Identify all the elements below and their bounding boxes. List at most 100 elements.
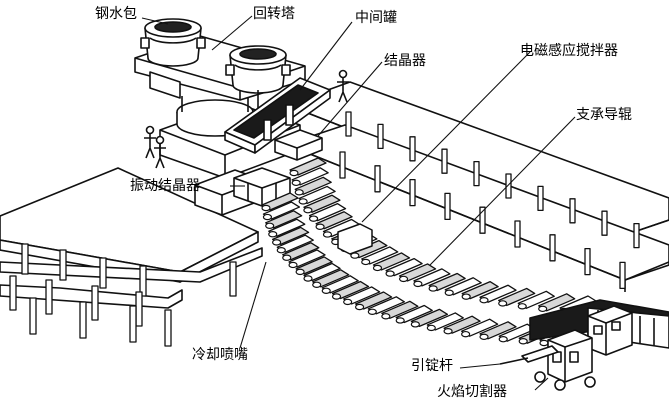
ladle-2 xyxy=(225,45,291,108)
roll-end xyxy=(354,303,365,311)
roll-end xyxy=(367,308,377,315)
roll-end xyxy=(321,287,331,295)
platform-leg xyxy=(339,151,346,179)
roll-end xyxy=(372,264,383,272)
dummy-bar xyxy=(499,345,559,365)
platform-leg xyxy=(569,198,576,224)
platform-leg xyxy=(619,261,626,290)
roll-end xyxy=(294,189,304,196)
platform-leg xyxy=(514,220,521,248)
label-tundish: 中间罐 xyxy=(355,10,397,26)
platform-leg xyxy=(129,305,137,343)
torch-cutter xyxy=(534,305,633,391)
roll-end xyxy=(428,285,438,292)
roll-end xyxy=(288,261,298,269)
platform-leg xyxy=(441,148,448,174)
roll-end xyxy=(381,313,391,320)
platform-leg xyxy=(345,111,352,137)
platform-leg xyxy=(601,210,608,236)
roll-end xyxy=(443,328,453,335)
roll-end xyxy=(461,293,471,300)
platform-leg xyxy=(135,291,143,327)
worker-figure-1 xyxy=(337,69,349,103)
label-spray-nozzle: 冷却喷嘴 xyxy=(192,347,248,363)
platform-leg xyxy=(21,243,29,275)
roll-end xyxy=(312,281,322,288)
roll-end xyxy=(303,275,313,282)
platform-leg xyxy=(505,173,512,199)
leader-lines xyxy=(141,15,576,391)
roll-end xyxy=(479,297,489,304)
roll-end xyxy=(295,268,305,276)
roll-end xyxy=(343,298,353,306)
label-mold: 结晶器 xyxy=(384,53,426,69)
roll-end xyxy=(398,275,409,283)
roll-end xyxy=(276,246,286,254)
roll-end xyxy=(303,207,313,214)
roll-end xyxy=(444,289,454,296)
platform-leg xyxy=(377,123,384,150)
platform-leg xyxy=(59,249,67,281)
platform-leg xyxy=(99,257,107,289)
platform-leg xyxy=(479,206,486,234)
label-oscillating-mold: 振动结晶器 xyxy=(130,178,200,194)
platform-leg xyxy=(9,275,17,311)
label-support-roll: 支承导辊 xyxy=(576,107,632,123)
ladle-1 xyxy=(140,18,206,67)
platform-leg xyxy=(409,136,416,162)
platform-leg xyxy=(473,160,480,187)
roll-end xyxy=(331,293,342,300)
roll-end xyxy=(517,303,527,310)
roll-end xyxy=(262,213,273,221)
platform-leg xyxy=(229,261,237,297)
roll-end xyxy=(395,317,405,324)
roll-end xyxy=(272,239,282,246)
roll-end xyxy=(291,179,301,187)
roll-end xyxy=(289,169,299,177)
platform-leg xyxy=(374,165,381,193)
left-platform-legs xyxy=(9,243,237,347)
tundish xyxy=(224,77,331,154)
label-ladle: 钢水包 xyxy=(95,6,137,22)
platform-leg xyxy=(444,192,451,221)
oscillating-mold xyxy=(233,167,291,207)
platform-leg xyxy=(164,309,172,347)
roll-end xyxy=(498,335,508,343)
worker-figure-3 xyxy=(154,135,166,169)
roll-end xyxy=(298,198,308,205)
platform-leg xyxy=(79,301,87,339)
mold xyxy=(274,129,323,161)
roll-end xyxy=(261,204,271,212)
roll-end xyxy=(361,258,371,266)
platform-leg xyxy=(633,222,640,249)
platform-leg xyxy=(29,297,37,335)
roll-end xyxy=(539,339,549,347)
platform-leg xyxy=(45,279,53,315)
platform-leg xyxy=(537,185,544,212)
roll-end xyxy=(308,215,319,222)
roll-end xyxy=(518,338,528,345)
label-ems: 电磁感应搅拌器 xyxy=(520,43,618,59)
roll-end xyxy=(315,223,325,230)
platform-leg xyxy=(584,247,591,276)
platform-leg xyxy=(139,265,147,297)
roll-end xyxy=(265,222,275,229)
roll-end xyxy=(479,333,489,341)
right-platform-legs xyxy=(339,111,640,290)
roll-end xyxy=(413,280,423,288)
roll-end xyxy=(538,305,548,313)
platform-leg xyxy=(409,178,416,207)
ems-block xyxy=(337,223,373,255)
platform-leg xyxy=(549,234,556,262)
roll-end xyxy=(461,330,471,338)
platform-leg xyxy=(91,285,99,321)
roll-end xyxy=(410,321,420,328)
roll-end xyxy=(322,231,333,238)
label-torch-cutter: 火焰切割器 xyxy=(437,384,507,400)
roll-end xyxy=(498,300,508,307)
label-turret: 回转塔 xyxy=(253,6,295,22)
worker-figure-2 xyxy=(144,125,156,159)
roll-end xyxy=(385,270,395,277)
